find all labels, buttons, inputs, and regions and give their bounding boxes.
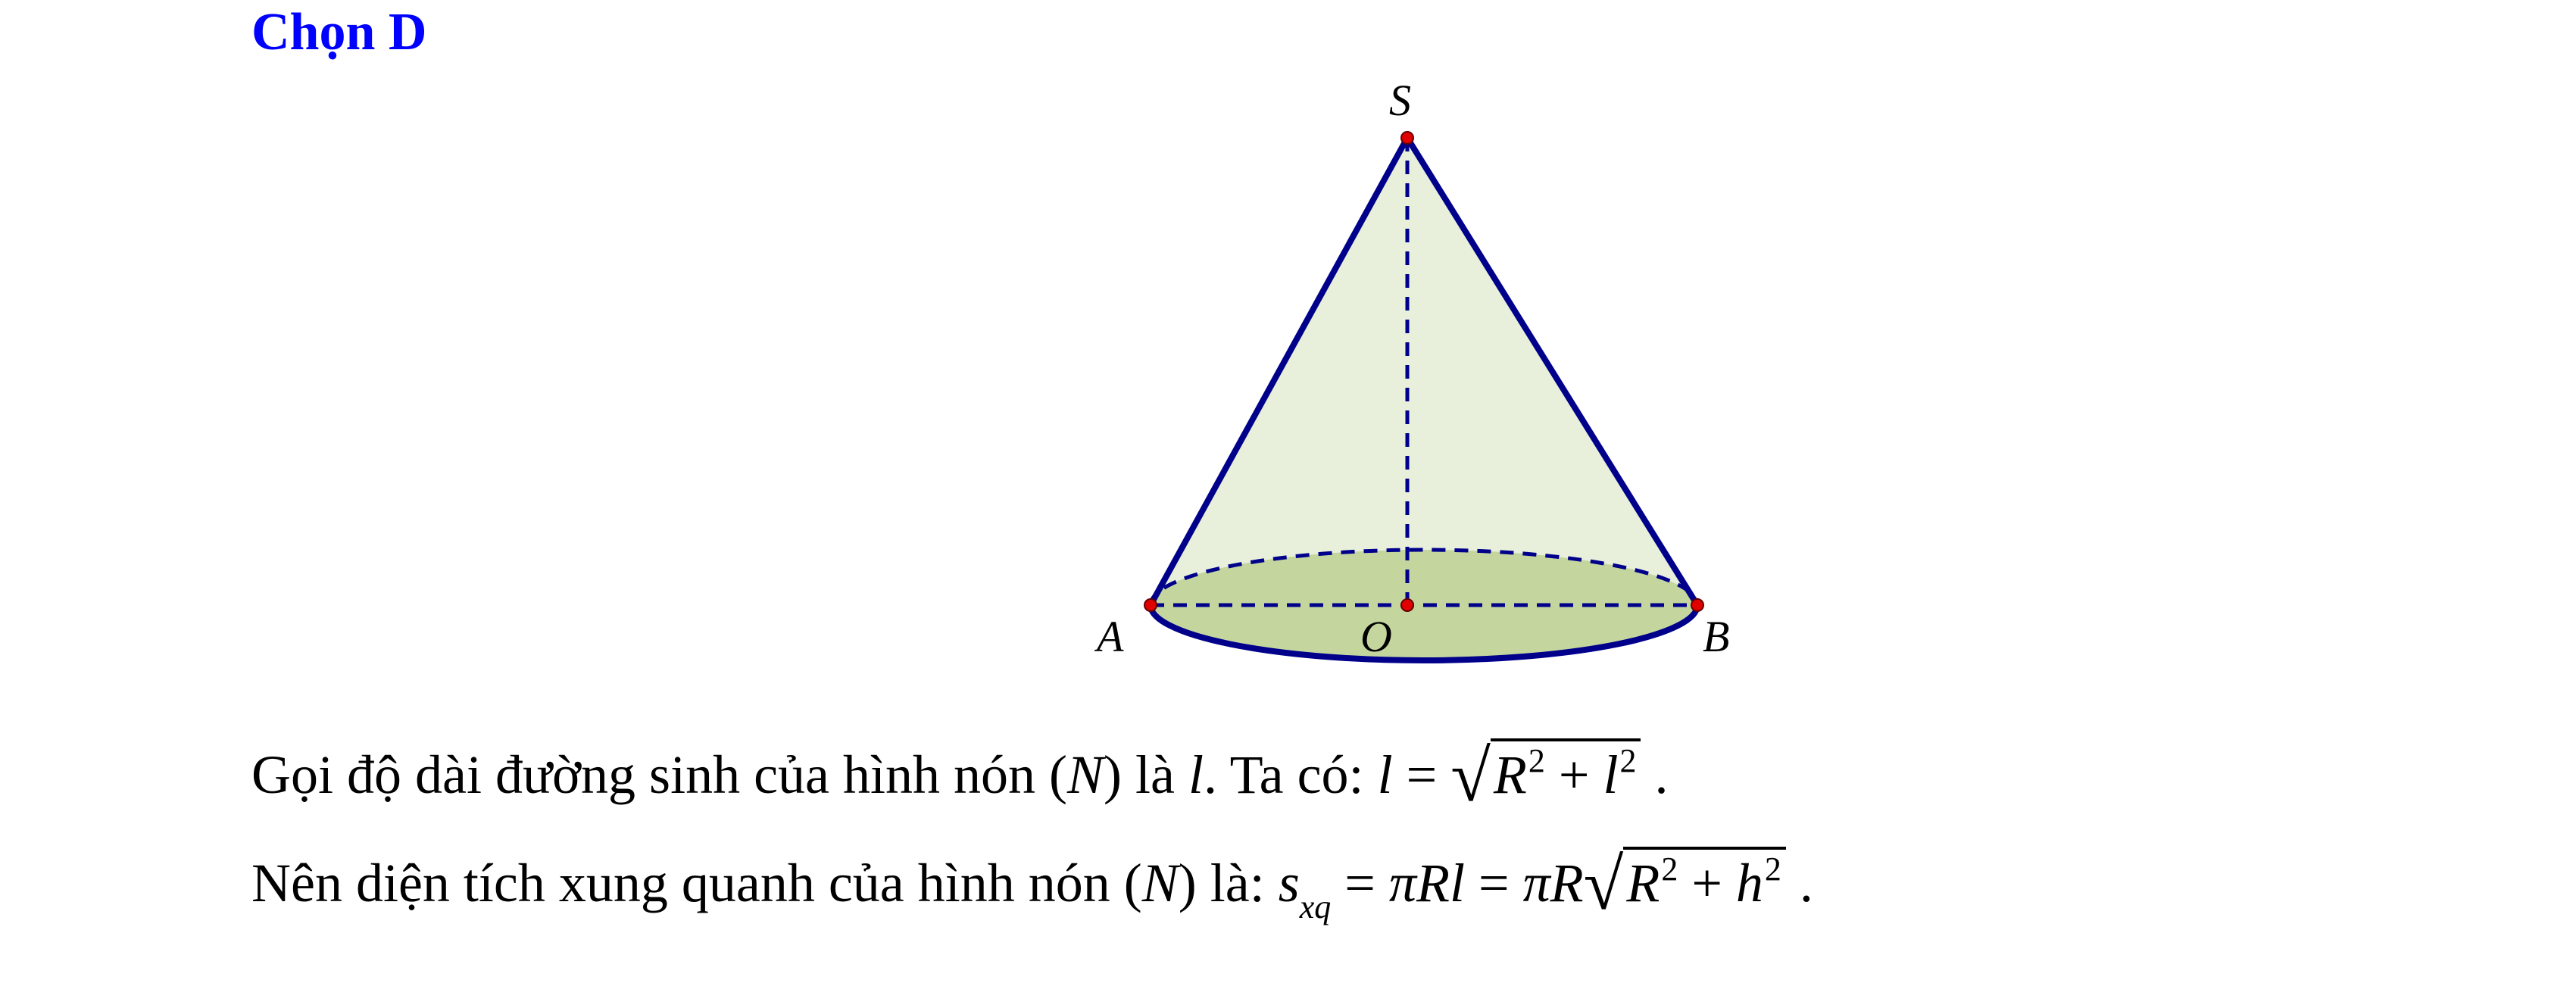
line2-var-rl: Rl xyxy=(1416,853,1465,913)
line2-var-r2: R xyxy=(1626,853,1660,913)
sqrt-sign-icon: √ xyxy=(1450,735,1491,816)
point-s xyxy=(1400,131,1414,145)
line1-sqrt: √R2 + l2 xyxy=(1450,735,1641,816)
line1-plus: + xyxy=(1544,744,1603,805)
line2-text-a: Nên diện tích xung quanh của hình nón xyxy=(251,853,1124,913)
text-line-1: Gọi độ dài đường sinh của hình nón (N) l… xyxy=(251,735,1669,816)
line2-plus: + xyxy=(1678,853,1736,913)
line2-eq-2: = xyxy=(1464,853,1523,913)
label-s: S xyxy=(1389,76,1411,125)
line2-paren-open: ( xyxy=(1123,853,1142,913)
line2-text-b: là: xyxy=(1196,853,1279,913)
generatrix-sa xyxy=(1147,136,1410,607)
line1-paren-close: ) xyxy=(1104,744,1122,805)
line2-sub-xq: xq xyxy=(1299,888,1332,925)
line1-text-a: Gọi độ dài đường sinh của hình nón xyxy=(251,744,1049,805)
line1-var-l: l xyxy=(1188,744,1204,805)
line1-exp-2: 2 xyxy=(1619,742,1637,779)
line2-radicand: R2 + h2 xyxy=(1623,847,1786,916)
line2-var-h: h xyxy=(1735,853,1763,913)
line2-exp-1: 2 xyxy=(1661,850,1678,888)
line2-pi-1: π xyxy=(1388,853,1416,913)
answer-label: Chọn D xyxy=(251,3,427,61)
cone-figure: S A O B xyxy=(1094,76,1729,663)
line2-sqrt: √R2 + h2 xyxy=(1583,844,1786,925)
line1-end: . xyxy=(1641,744,1669,805)
point-a xyxy=(1144,598,1157,612)
line1-text-b: là xyxy=(1122,744,1188,805)
line2-var-r: R xyxy=(1550,853,1584,913)
line1-eq: = xyxy=(1392,744,1451,805)
text-line-2: Nên diện tích xung quanh của hình nón (N… xyxy=(251,847,1813,928)
base-back-arc xyxy=(1148,548,1700,606)
line2-pi-2: π xyxy=(1522,853,1550,913)
line1-text-c: . Ta có: xyxy=(1203,744,1378,805)
point-b xyxy=(1691,598,1704,612)
line1-exp-1: 2 xyxy=(1528,742,1545,779)
label-a: A xyxy=(1094,612,1124,661)
line1-paren-open: ( xyxy=(1049,744,1067,805)
line2-var-s: s xyxy=(1278,853,1300,913)
line1-radicand: R2 + l2 xyxy=(1490,738,1641,807)
line1-lhs: l xyxy=(1377,744,1393,805)
label-b: B xyxy=(1703,612,1729,661)
line2-var-n: N xyxy=(1141,853,1179,913)
line2-paren-close: ) xyxy=(1178,853,1197,913)
point-o xyxy=(1400,598,1414,612)
base-front-arc xyxy=(1147,604,1700,663)
line2-end: . xyxy=(1785,853,1813,913)
generatrix-sb xyxy=(1404,136,1700,607)
line2-exp-2: 2 xyxy=(1764,850,1781,888)
sqrt-sign-icon: √ xyxy=(1583,844,1624,925)
label-o: O xyxy=(1360,612,1392,661)
line1-var-l2: l xyxy=(1603,744,1619,805)
cone-lateral-face xyxy=(1151,138,1697,660)
line1-var-n: N xyxy=(1066,744,1104,805)
line2-eq-1: = xyxy=(1331,853,1389,913)
line1-var-r: R xyxy=(1493,744,1527,805)
